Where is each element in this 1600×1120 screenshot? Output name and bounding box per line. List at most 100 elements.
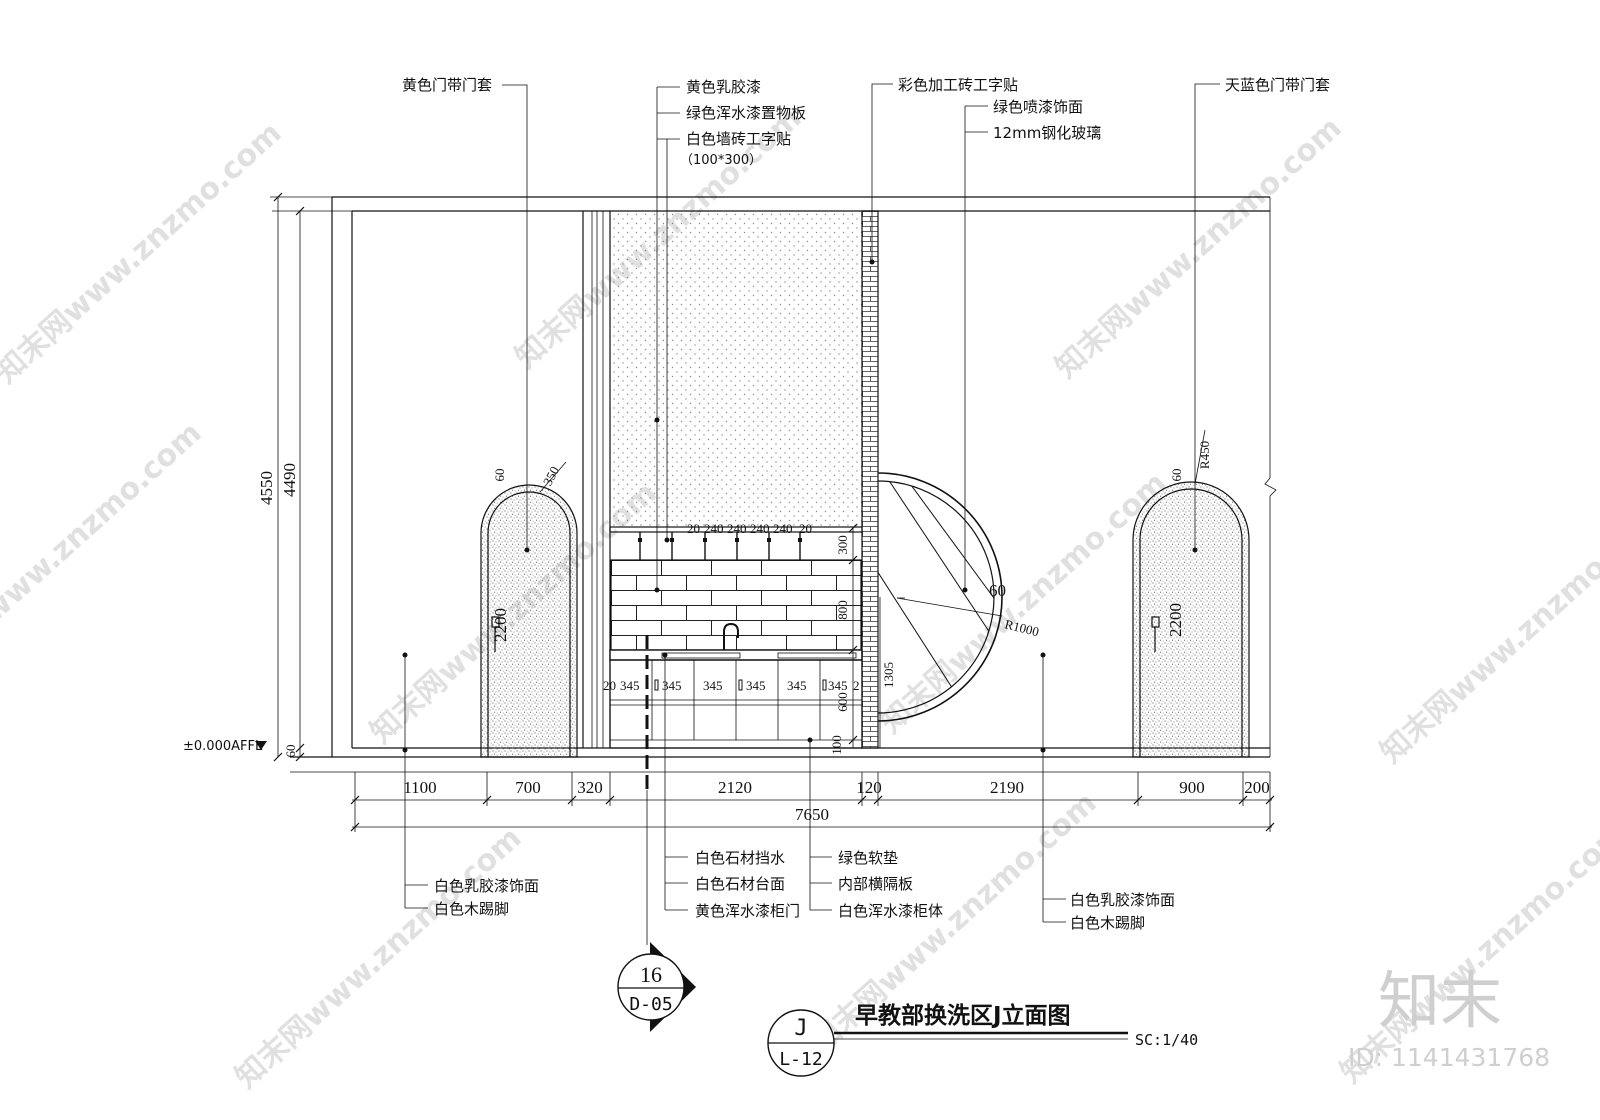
elevation-sheet: L-12 xyxy=(779,1049,822,1070)
cabinet-height-label: 600 xyxy=(835,692,850,712)
watermark: 知末网www.znzmo.com xyxy=(874,466,1174,741)
cabinet-door-dim: 345 xyxy=(746,678,766,693)
level-mark-label: ±0.000AFFL xyxy=(183,739,263,754)
width-dim: 700 xyxy=(515,778,541,797)
left-door-frame-label: 60 xyxy=(492,469,507,482)
callout-label: 白色浑水漆柜体 xyxy=(838,902,943,920)
callout-label: 黄色乳胶漆 xyxy=(686,78,761,96)
callout-right-door: 天蓝色门带门套 xyxy=(1192,76,1330,553)
faucet-icon xyxy=(723,622,739,650)
section-sheet: D-05 xyxy=(629,994,672,1015)
door-handle-icon xyxy=(491,616,500,652)
shelf-dim: 240 xyxy=(704,521,724,536)
right-door-frame-label: 60 xyxy=(1169,469,1184,482)
width-dim: 900 xyxy=(1179,778,1205,797)
callout-label: 黄色门带门套 xyxy=(402,76,492,94)
width-dim: 320 xyxy=(577,778,603,797)
painted-wall-panel xyxy=(611,211,862,528)
callout-label: 12mm钢化玻璃 xyxy=(993,124,1101,142)
callout-left-door: 黄色门带门套 xyxy=(402,76,530,553)
round-mirror: 1305 60 R1000 xyxy=(877,472,1041,748)
callout-pillar: 彩色加工砖工字贴 xyxy=(869,76,1018,265)
door-handle-icon xyxy=(1151,616,1160,652)
cabinet-door-dim: 345 xyxy=(828,678,848,693)
callout-label: 白色石材台面 xyxy=(695,875,785,893)
callout-label: （100*300） xyxy=(680,153,762,168)
height-wall-label: 4490 xyxy=(280,463,299,497)
cabinet-door-dim: 345 xyxy=(620,678,640,693)
watermark: 知末网www.znzmo.com xyxy=(229,821,529,1096)
watermark: 知末网www.znzmo.com xyxy=(1049,111,1349,386)
right-arch-door: 60 R450 2200 xyxy=(1132,429,1250,758)
left-door-height-label: 2200 xyxy=(491,608,510,642)
shelf-height-label: 300 xyxy=(835,535,850,555)
cabinet-door-dim: 345 xyxy=(703,678,723,693)
width-dim: 120 xyxy=(856,778,882,797)
wall-tile-band xyxy=(610,559,862,651)
tile-height-label: 800 xyxy=(835,600,850,620)
left-door-radius-label: 350 xyxy=(540,464,562,488)
callout-label: 白色墙砖工字贴 xyxy=(686,130,791,148)
callout-label: 绿色浑水漆置物板 xyxy=(686,104,806,122)
right-door-radius-label: R450 xyxy=(1197,441,1212,469)
height-dimensions: 4550 4490 60 xyxy=(257,192,352,762)
right-door-height-label: 2200 xyxy=(1166,603,1185,637)
width-dimensions: 1100 700 320 2120 120 2190 900 200 7650 xyxy=(350,772,1275,832)
shelf-dim: 20 xyxy=(799,521,812,536)
width-dim: 200 xyxy=(1244,778,1270,797)
total-width-dim: 7650 xyxy=(795,805,829,824)
callout-left-wall: 白色乳胶漆饰面 白色木踢脚 xyxy=(402,652,539,918)
level-mark: ±0.000AFFL xyxy=(183,739,267,754)
callout-label: 白色石材挡水 xyxy=(695,849,785,867)
callout-label: 天蓝色门带门套 xyxy=(1225,76,1330,94)
image-id: ID: 1141431768 xyxy=(1348,1043,1550,1072)
cabinet-door-dim: 20 xyxy=(603,678,616,693)
cabinet-door-dim: 345 xyxy=(787,678,807,693)
plinth-height-label: 100 xyxy=(829,735,844,755)
left-arch-door: 60 350 2200 xyxy=(480,461,578,758)
width-dim: 1100 xyxy=(403,778,436,797)
callout-cabinet: 绿色软垫 内部横隔板 白色浑水漆柜体 xyxy=(807,737,943,920)
title-block: J L-12 早教部换洗区J立面图 SC:1/40 xyxy=(767,1002,1198,1077)
callout-label: 白色木踢脚 xyxy=(434,900,509,918)
callout-mirror: 绿色喷漆饰面 12mm钢化玻璃 xyxy=(962,98,1101,593)
cabinet-door-dim: 2 xyxy=(853,678,860,693)
mirror-height-label: 1305 xyxy=(881,662,896,688)
callout-counter: 白色石材挡水 白色石材台面 黄色浑水漆柜门 xyxy=(662,652,800,920)
callout-label: 绿色软垫 xyxy=(838,849,898,867)
shelf-dim: 20 xyxy=(687,521,700,536)
drawing-scale: SC:1/40 xyxy=(1135,1031,1198,1049)
callout-label: 内部横隔板 xyxy=(838,875,913,893)
section-id: 16 xyxy=(640,962,662,987)
vanity-cabinet: 20 345 345 345 345 345 345 2 xyxy=(603,659,863,749)
cabinet-door-dim: 345 xyxy=(662,678,682,693)
watermark: 知末网www.znzmo.com xyxy=(0,116,289,391)
vanity-height-dimensions: 300 800 600 100 xyxy=(829,523,858,755)
logo-text: 知末 xyxy=(1378,964,1502,1037)
drawing-title: 早教部换洗区J立面图 xyxy=(855,1002,1071,1029)
callout-label: 黄色浑水漆柜门 xyxy=(695,902,800,920)
width-dim: 2120 xyxy=(718,778,752,797)
height-total-label: 4550 xyxy=(257,471,276,505)
callout-label: 白色乳胶漆饰面 xyxy=(434,877,539,895)
callout-label: 白色木踢脚 xyxy=(1070,914,1145,932)
elevation-id: J xyxy=(794,1016,807,1041)
watermark: 知末网www.znzmo.com xyxy=(0,416,209,691)
shelf-dim: 240 xyxy=(750,521,770,536)
shelf-dim: 240 xyxy=(727,521,747,536)
watermark: 知末网www.znzmo.com xyxy=(1374,496,1600,771)
callout-label: 绿色喷漆饰面 xyxy=(993,98,1083,116)
shelf: 20 240 240 240 240 20 xyxy=(609,521,863,560)
callout-label: 彩色加工砖工字贴 xyxy=(898,76,1018,94)
callout-label: 白色乳胶漆饰面 xyxy=(1070,891,1175,909)
callout-right-wall: 白色乳胶漆饰面 白色木踢脚 xyxy=(1040,652,1175,932)
brand-logo: 知末 ID: 1141431768 xyxy=(1348,964,1550,1072)
callout-center-wall: 黄色乳胶漆 绿色浑水漆置物板 白色墙砖工字贴 （100*300） xyxy=(654,78,806,593)
height-base-label: 60 xyxy=(283,745,298,758)
mirror-frame-label: 60 xyxy=(989,581,1006,600)
brick-pillar xyxy=(861,210,879,749)
width-dim: 2190 xyxy=(990,778,1024,797)
section-marker: 16 D-05 xyxy=(617,635,696,1032)
shelf-dim: 240 xyxy=(773,521,793,536)
